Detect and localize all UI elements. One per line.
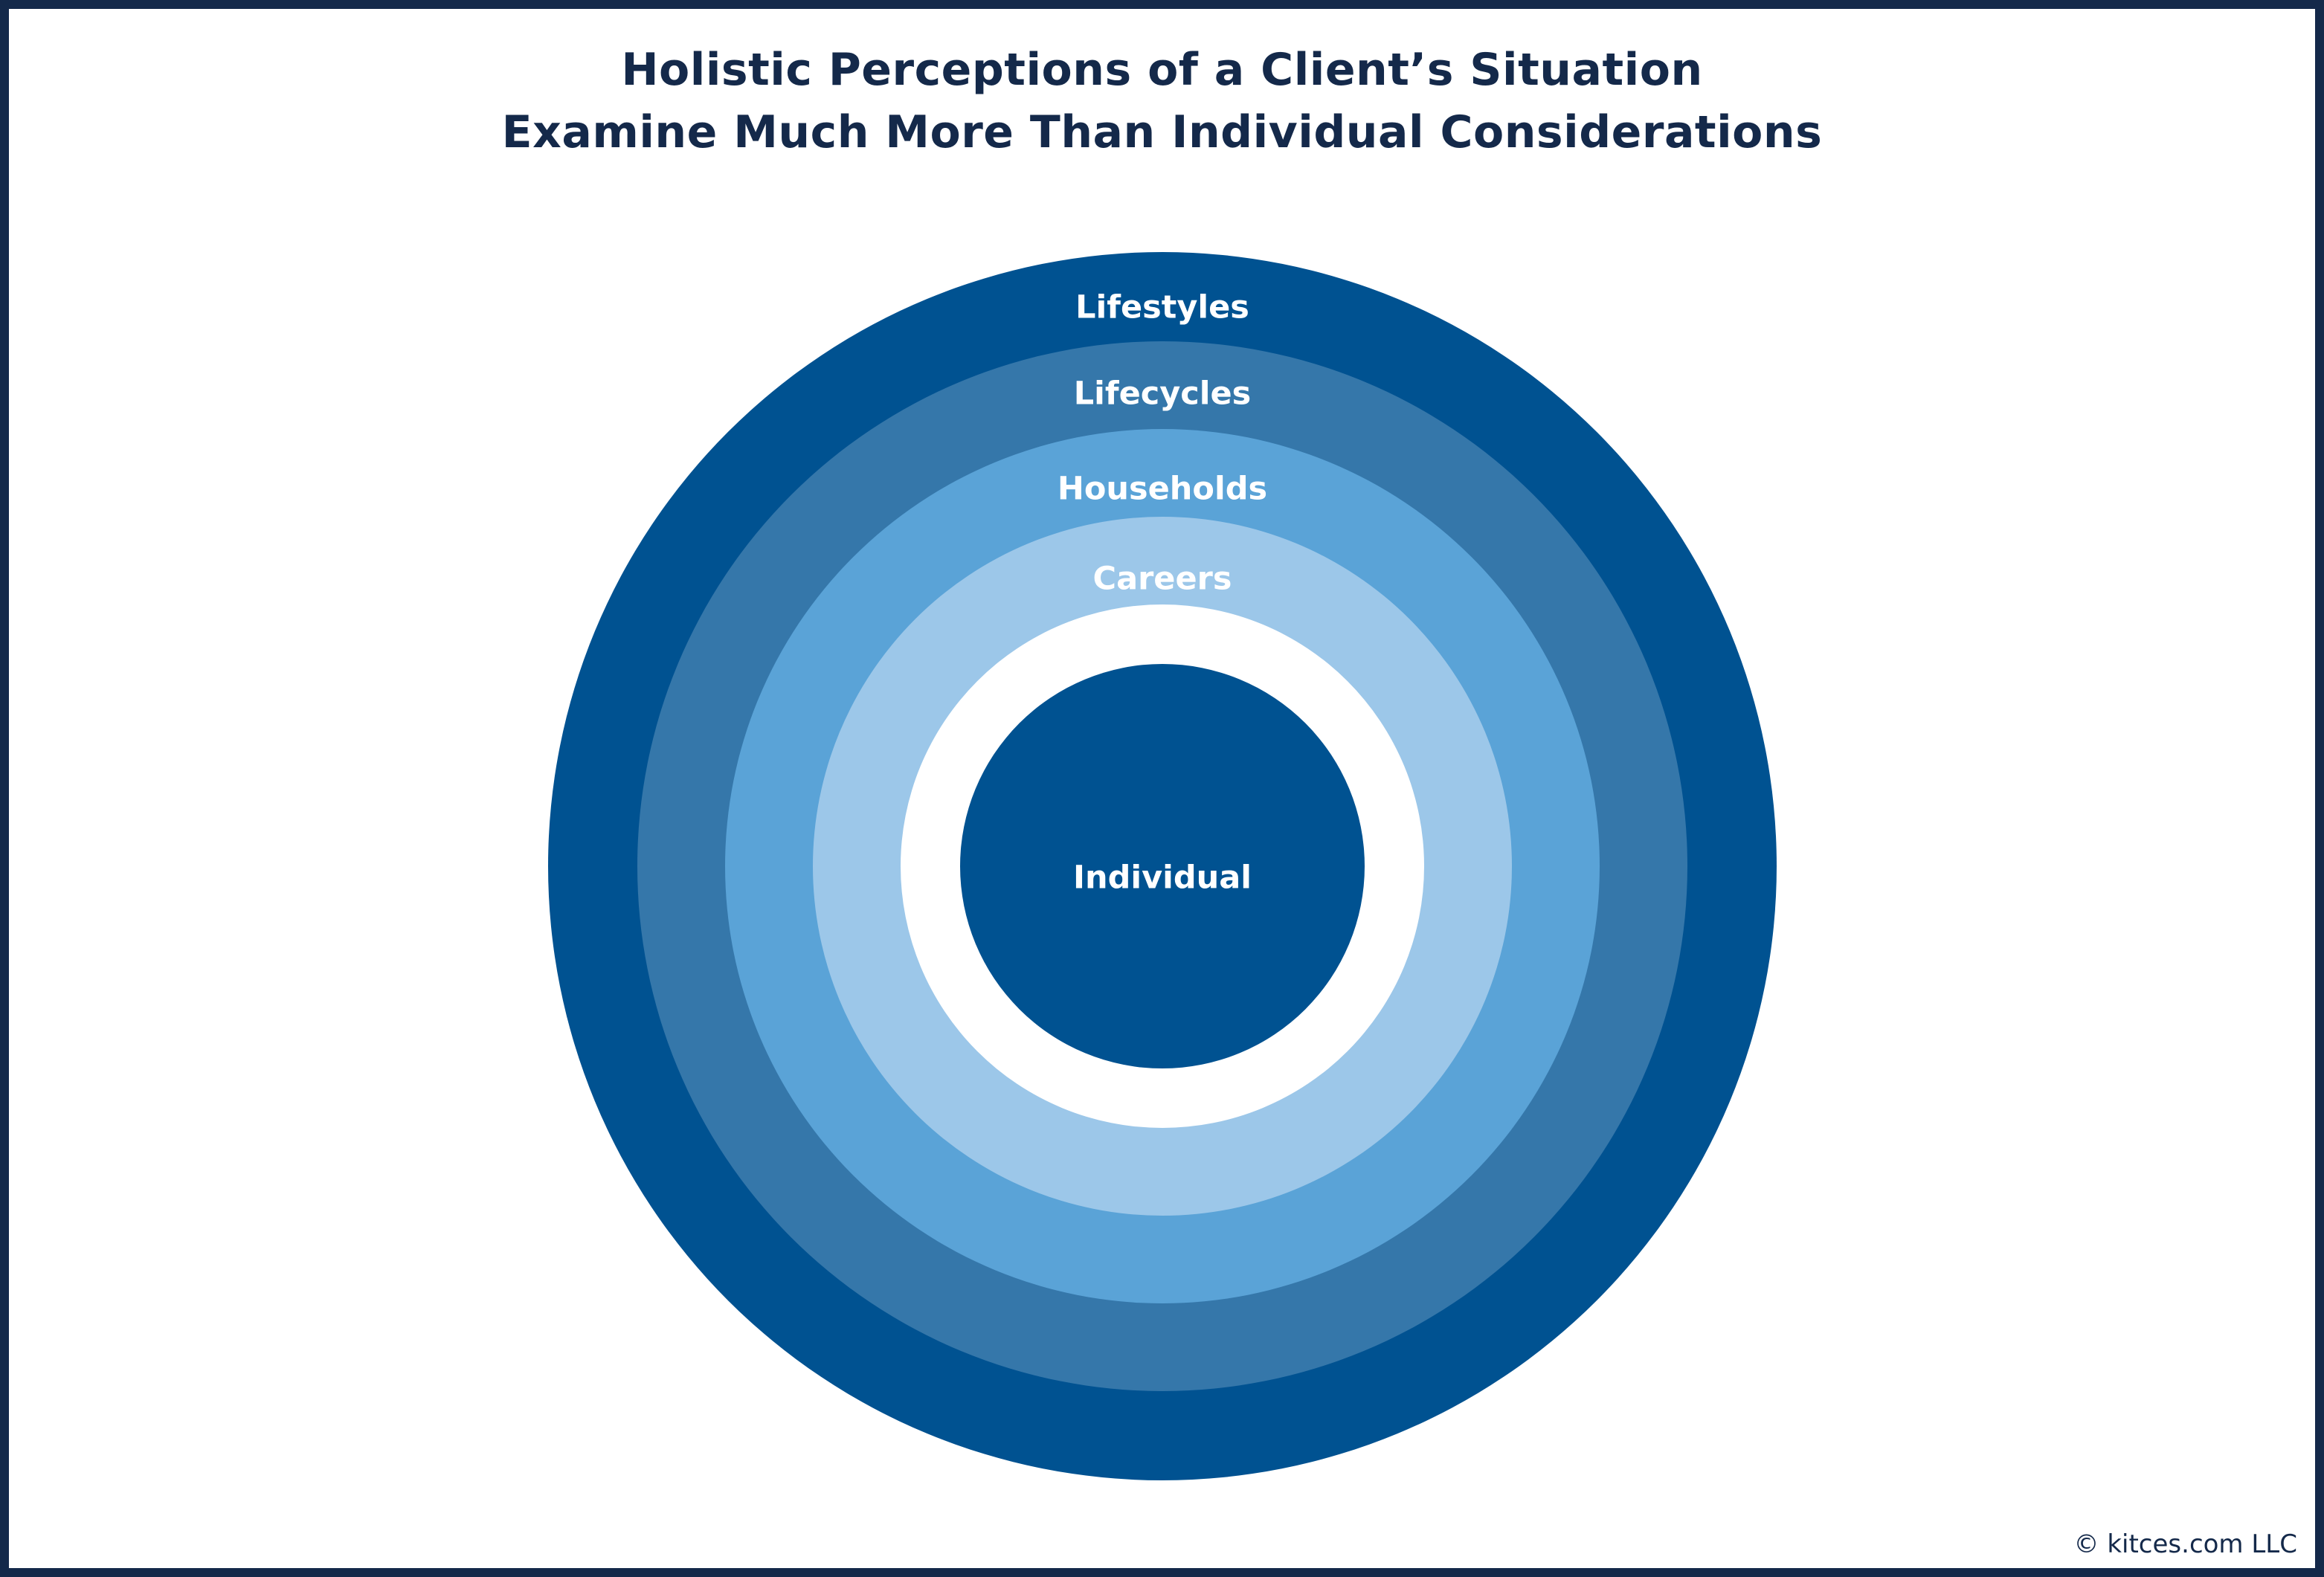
label-careers: Careers bbox=[1093, 561, 1232, 598]
label-individual: Individual bbox=[1073, 860, 1252, 897]
title-line-2: Examine Much More Than Individual Consid… bbox=[501, 106, 1823, 158]
label-lifecycles: Lifecycles bbox=[1074, 375, 1252, 413]
center-individual bbox=[960, 664, 1365, 1068]
label-households: Households bbox=[1058, 471, 1267, 508]
copyright-notice: © kitces.com LLC bbox=[2073, 1529, 2297, 1559]
diagram-title: Holistic Perceptions of a Client’s Situa… bbox=[0, 39, 2324, 164]
label-lifestyles: Lifestyles bbox=[1075, 289, 1249, 326]
title-line-1: Holistic Perceptions of a Client’s Situa… bbox=[621, 44, 1703, 96]
